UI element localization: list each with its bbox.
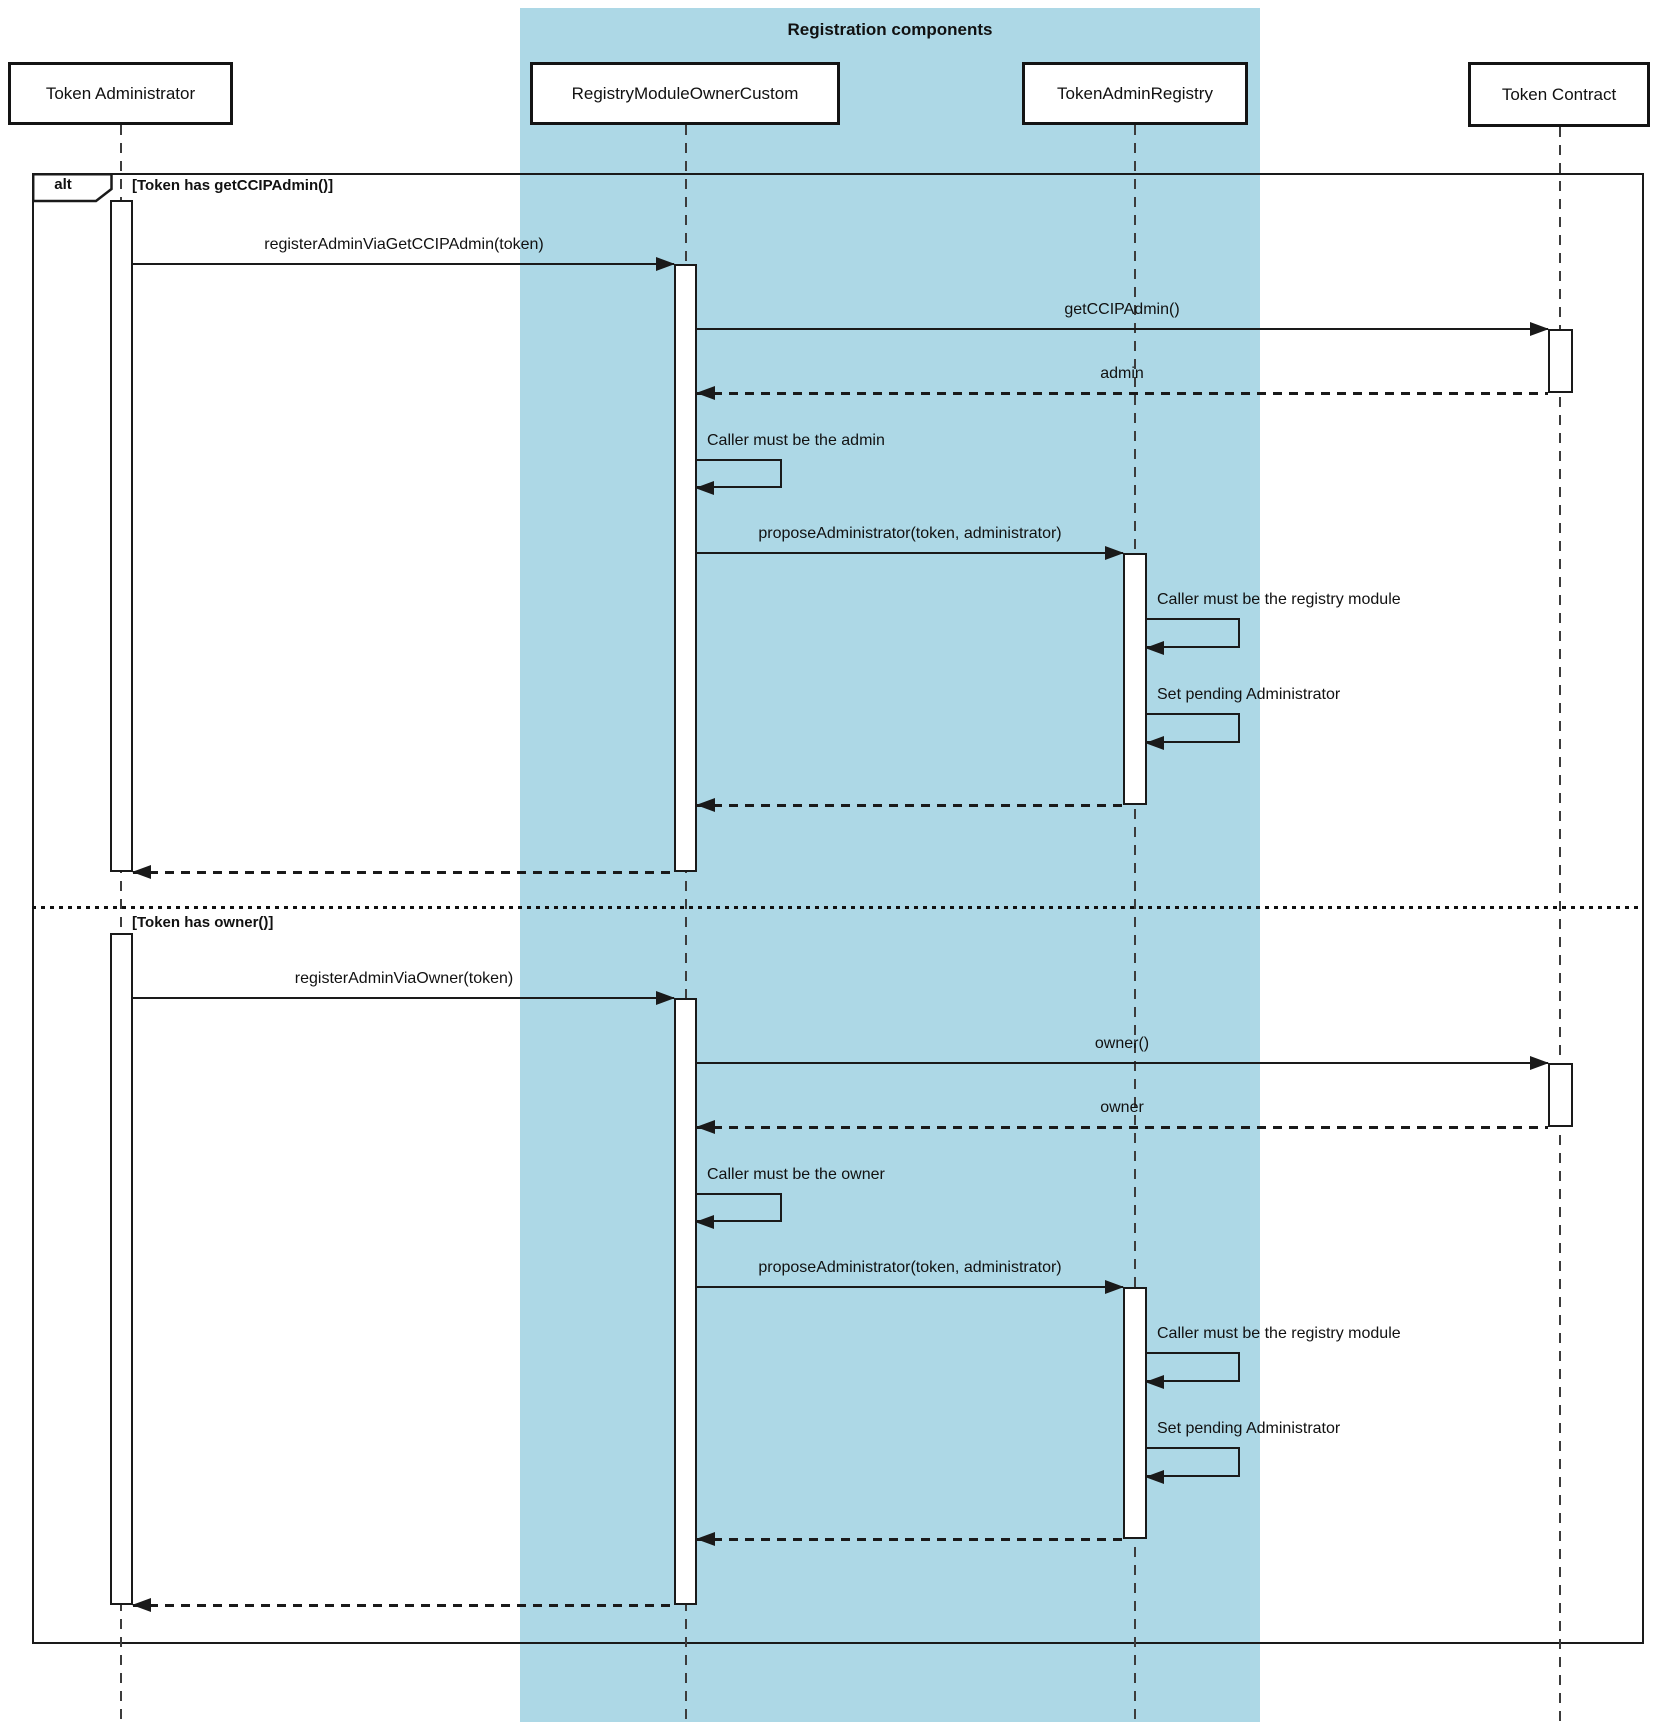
activation-token-administrator-1	[110, 200, 133, 872]
message-label-admin-return: admin	[1100, 365, 1144, 382]
message-label-register-ccip-admin: registerAdminViaGetCCIPAdmin(token)	[264, 236, 544, 253]
participant-token-admin-registry: TokenAdminRegistry	[1022, 62, 1248, 125]
activation-registry-module-2	[674, 998, 697, 1605]
message-return-admin	[696, 386, 1548, 400]
arrow-left-icon	[695, 1215, 714, 1229]
arrow-left-icon	[1145, 1470, 1164, 1484]
arrow-left-icon	[696, 386, 715, 400]
self-message-label-set-pending-1: Set pending Administrator	[1157, 686, 1341, 703]
self-message-caller-owner	[695, 1193, 782, 1229]
arrow-left-icon	[1145, 736, 1164, 750]
alt-operator-label: alt	[54, 176, 72, 193]
arrow-left-icon	[1145, 1375, 1164, 1389]
message-label-register-owner: registerAdminViaOwner(token)	[294, 970, 514, 987]
activation-token-admin-registry-2	[1123, 1287, 1147, 1539]
guard-token-has-getccipadmin: [Token has getCCIPAdmin()]	[132, 177, 334, 194]
arrow-left-icon	[696, 798, 715, 812]
self-message-label-caller-admin: Caller must be the admin	[707, 432, 885, 449]
arrow-left-icon	[695, 481, 714, 495]
message-owner-call	[697, 1055, 1549, 1070]
activation-token-admin-registry-1	[1123, 553, 1147, 805]
self-message-set-pending-2	[1145, 1447, 1240, 1484]
self-message-caller-admin	[695, 459, 782, 495]
arrow-right-icon	[1105, 545, 1124, 560]
arrow-right-icon	[1105, 1279, 1124, 1294]
arrow-left-icon	[132, 865, 151, 879]
alt-pentagon-shape	[31, 172, 113, 203]
activation-token-contract-1	[1548, 329, 1573, 393]
message-label-propose-administrator-2: proposeAdministrator(token, administrato…	[758, 1259, 1062, 1276]
participant-registry-module-owner-custom: RegistryModuleOwnerCustom	[530, 62, 840, 125]
arrow-left-icon	[696, 1532, 715, 1546]
self-message-caller-registry-1	[1145, 618, 1240, 655]
arrow-right-icon	[1530, 321, 1549, 336]
message-return-module-to-admin-1	[132, 865, 674, 879]
participant-token-contract: Token Contract	[1468, 62, 1650, 127]
self-message-label-caller-registry-2: Caller must be the registry module	[1157, 1325, 1401, 1342]
guard-token-has-owner: [Token has owner()]	[132, 914, 274, 931]
message-label-owner-return: owner	[1100, 1099, 1144, 1116]
self-message-label-caller-registry-1: Caller must be the registry module	[1157, 591, 1401, 608]
message-propose-administrator-2	[697, 1279, 1124, 1294]
message-label-owner-call: owner()	[1094, 1035, 1150, 1052]
self-message-set-pending-1	[1145, 713, 1240, 750]
message-register-admin-via-get-ccip-admin	[133, 256, 675, 271]
alt-divider	[32, 906, 1640, 909]
arrow-left-icon	[1145, 641, 1164, 655]
lifeline-token-admin-registry	[1134, 125, 1136, 1722]
arrow-left-icon	[132, 1598, 151, 1612]
activation-token-administrator-2	[110, 933, 133, 1605]
self-message-caller-registry-2	[1145, 1352, 1240, 1389]
participant-token-administrator: Token Administrator	[8, 62, 233, 125]
message-get-ccip-admin	[697, 321, 1549, 336]
self-message-label-set-pending-2: Set pending Administrator	[1157, 1420, 1341, 1437]
alt-operator-badge: alt	[31, 172, 114, 208]
arrow-left-icon	[696, 1120, 715, 1134]
lifeline-token-administrator	[120, 125, 122, 1722]
region-title: Registration components	[787, 20, 993, 39]
message-return-registry-to-module-2	[696, 1532, 1123, 1546]
activation-registry-module-1	[674, 264, 697, 872]
arrow-right-icon	[1530, 1055, 1549, 1070]
message-return-module-to-admin-2	[132, 1598, 674, 1612]
self-message-label-caller-owner: Caller must be the owner	[707, 1166, 885, 1183]
activation-token-contract-2	[1548, 1063, 1573, 1127]
message-return-owner	[696, 1120, 1548, 1134]
lifeline-token-contract	[1559, 127, 1561, 1722]
lifeline-registry-module-owner-custom	[685, 125, 687, 1722]
message-propose-administrator-1	[697, 545, 1124, 560]
message-label-get-ccip-admin: getCCIPAdmin()	[1064, 301, 1180, 318]
arrow-right-icon	[656, 256, 675, 271]
arrow-right-icon	[656, 990, 675, 1005]
message-return-registry-to-module-1	[696, 798, 1123, 812]
message-register-admin-via-owner	[133, 990, 675, 1005]
message-label-propose-administrator-1: proposeAdministrator(token, administrato…	[758, 525, 1062, 542]
